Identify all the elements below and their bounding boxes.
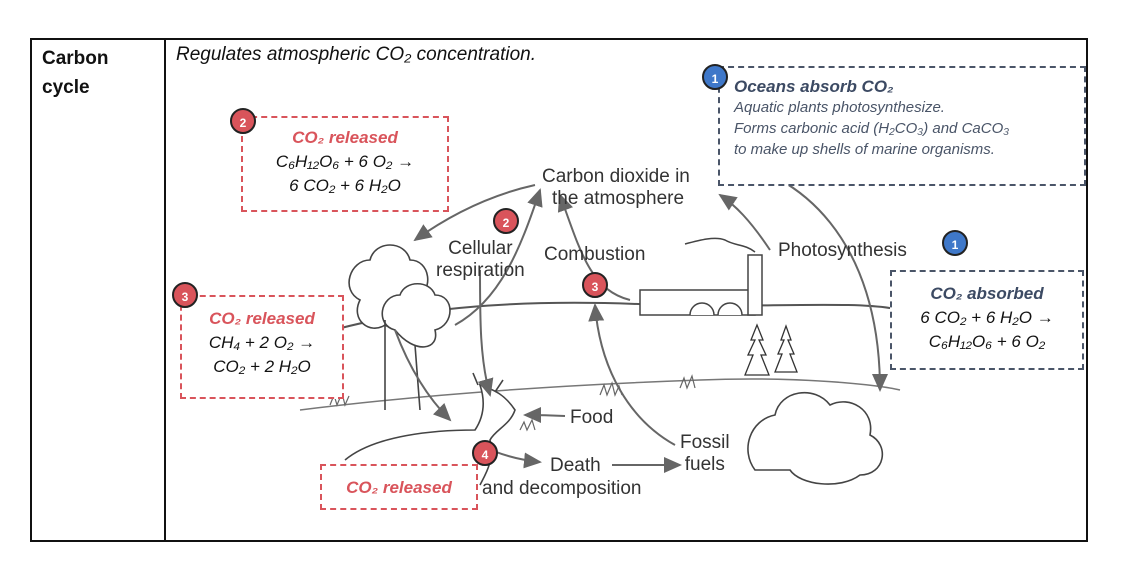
photosynthesis-note: CO₂ absorbed 6 CO₂ + 6 H₂O → C₆H₁₂O₆ + 6… bbox=[890, 270, 1084, 370]
atmosphere-line1: Carbon dioxide in bbox=[542, 166, 690, 187]
badge-3-note: 3 bbox=[172, 282, 198, 308]
oceans-line3: to make up shells of marine organisms. bbox=[734, 141, 995, 158]
respiration-note: CO₂ released C₆H₁₂O₆ + 6 O₂ → 6 CO₂ + 6 … bbox=[241, 116, 449, 212]
badge-3-combustion: 3 bbox=[582, 272, 608, 298]
tree-cluster-left bbox=[348, 244, 451, 411]
cellular-line1: Cellular bbox=[448, 238, 513, 259]
respiration-eq1: C₆H₁₂O₆ + 6 O₂ → bbox=[275, 152, 415, 171]
badge-2-respiration: 2 bbox=[493, 208, 519, 234]
food-label: Food bbox=[570, 407, 614, 428]
table-frame bbox=[30, 38, 1088, 542]
cellular-respiration-label: Cellular respiration bbox=[436, 238, 525, 282]
badge-4-decomposition: 4 bbox=[472, 440, 498, 466]
bush-right bbox=[747, 391, 884, 485]
oceans-title: Oceans absorb CO₂ bbox=[734, 77, 894, 96]
combustion-note: CO₂ released CH₄ + 2 O₂ → CO₂ + 2 H₂O bbox=[180, 295, 344, 399]
combustion-eq2: CO₂ + 2 H₂O bbox=[213, 357, 311, 376]
row-label-line1: Carbon bbox=[42, 48, 109, 69]
decomposition-label: and decomposition bbox=[482, 478, 642, 499]
decomposition-note-title: CO₂ released bbox=[346, 478, 452, 497]
column-divider bbox=[164, 38, 166, 542]
badge-2-note: 2 bbox=[230, 108, 256, 134]
row-subtitle: Regulates atmospheric CO₂ concentration. bbox=[176, 44, 536, 65]
badge-1-oceans: 1 bbox=[702, 64, 728, 90]
respiration-note-title: CO₂ released bbox=[292, 128, 398, 147]
pine-trees bbox=[744, 323, 798, 376]
photosynthesis-eq1: 6 CO₂ + 6 H₂O → bbox=[920, 308, 1054, 327]
combustion-label: Combustion bbox=[544, 244, 646, 265]
oceans-line2: Forms carbonic acid (H₂CO₃) and CaCO₃ bbox=[734, 120, 1010, 137]
photosynthesis-label: Photosynthesis bbox=[778, 240, 907, 261]
decomposition-note: CO₂ released bbox=[320, 464, 478, 510]
cellular-line2: respiration bbox=[436, 260, 525, 281]
fossil-line2: fuels bbox=[684, 454, 725, 475]
atmosphere-line2: the atmosphere bbox=[552, 188, 685, 209]
photosynthesis-note-title: CO₂ absorbed bbox=[930, 284, 1044, 303]
death-label: Death bbox=[550, 455, 601, 476]
fossil-fuels-label: Fossil fuels bbox=[680, 432, 730, 476]
respiration-eq2: 6 CO₂ + 6 H₂O bbox=[289, 176, 401, 195]
ground-line bbox=[299, 378, 901, 411]
badge-1-photosynthesis: 1 bbox=[942, 230, 968, 256]
photosynthesis-eq2: C₆H₁₂O₆ + 6 O₂ bbox=[928, 332, 1046, 351]
oceans-line1: Aquatic plants photosynthesize. bbox=[734, 99, 945, 116]
row-label: Carbon cycle bbox=[42, 44, 109, 102]
combustion-note-title: CO₂ released bbox=[209, 309, 315, 328]
row-label-line2: cycle bbox=[42, 77, 90, 98]
oceans-note: Oceans absorb CO₂ Aquatic plants photosy… bbox=[718, 66, 1086, 186]
atmosphere-label: Carbon dioxide in the atmosphere bbox=[542, 166, 690, 210]
fossil-line1: Fossil bbox=[680, 432, 730, 453]
combustion-eq1: CH₄ + 2 O₂ → bbox=[208, 333, 316, 352]
factory bbox=[639, 237, 763, 316]
